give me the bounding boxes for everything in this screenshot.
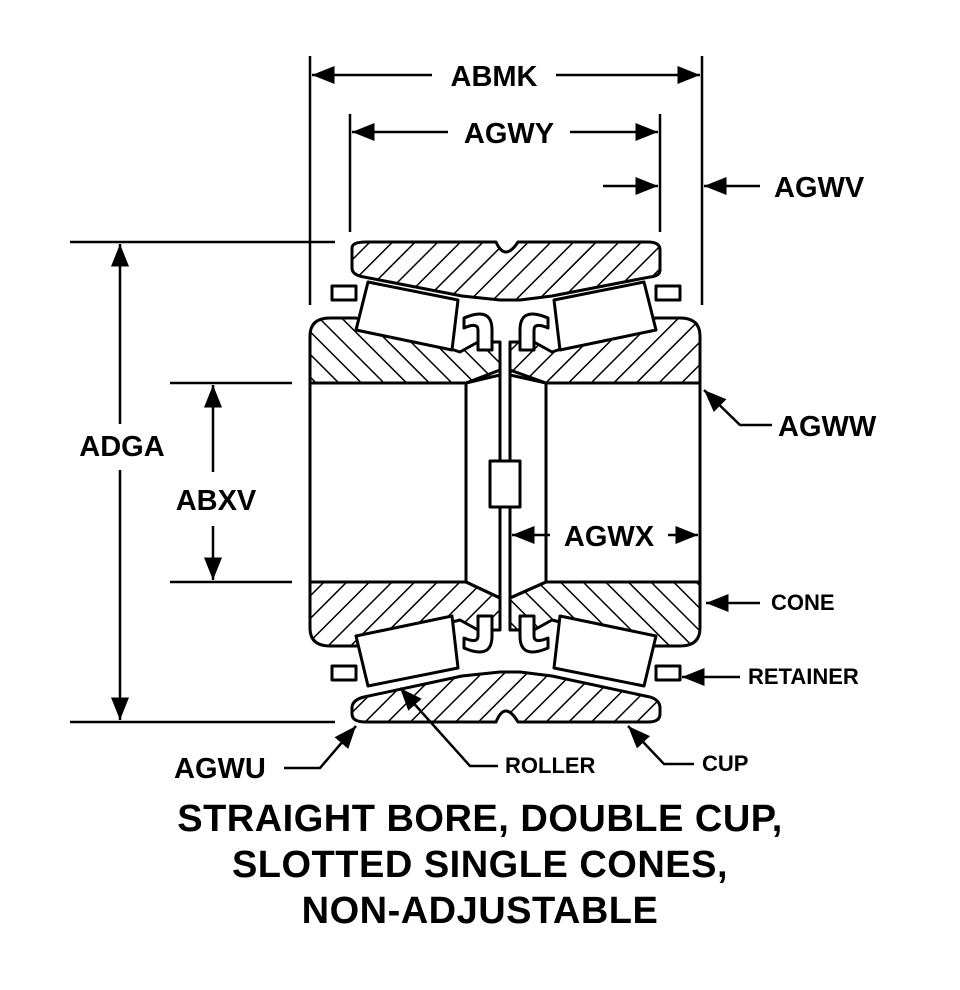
- roller-top-right: [552, 280, 658, 352]
- roller-top-left: [354, 280, 460, 352]
- caption-line-3: NON-ADJUSTABLE: [301, 890, 659, 932]
- dim-agwy-label: AGWY: [464, 118, 554, 150]
- dim-agwv-label: AGWV: [774, 172, 865, 204]
- leader-lines: [284, 389, 772, 770]
- dim-abmk-label: ABMK: [451, 61, 538, 93]
- part-roller-label: ROLLER: [505, 753, 596, 778]
- caption-line-1: STRAIGHT BORE, DOUBLE CUP,: [177, 798, 783, 840]
- cup-bottom: [350, 670, 662, 724]
- extension-lines: [70, 56, 704, 724]
- part-cone-label: CONE: [771, 590, 835, 615]
- caption-line-2: SLOTTED SINGLE CONES,: [231, 844, 729, 886]
- diagram-caption: STRAIGHT BORE, DOUBLE CUP, SLOTTED SINGL…: [0, 796, 960, 934]
- cup-top: [350, 240, 662, 302]
- slot: [488, 459, 522, 509]
- dim-abxv-label: ABXV: [176, 485, 257, 517]
- dimension-arrows: [111, 66, 760, 720]
- part-retainer-label: RETAINER: [748, 664, 859, 689]
- part-cup-label: CUP: [702, 751, 748, 776]
- retainers: [330, 284, 682, 682]
- roller-bottom-right: [552, 614, 658, 688]
- bearing-section: [308, 240, 702, 724]
- dim-adga-label: ADGA: [79, 431, 164, 463]
- dim-agwu-label: AGWU: [174, 753, 266, 785]
- dim-agwx-label: AGWX: [564, 521, 655, 553]
- roller-bottom-left: [354, 614, 460, 688]
- dim-agww-label: AGWW: [778, 411, 877, 443]
